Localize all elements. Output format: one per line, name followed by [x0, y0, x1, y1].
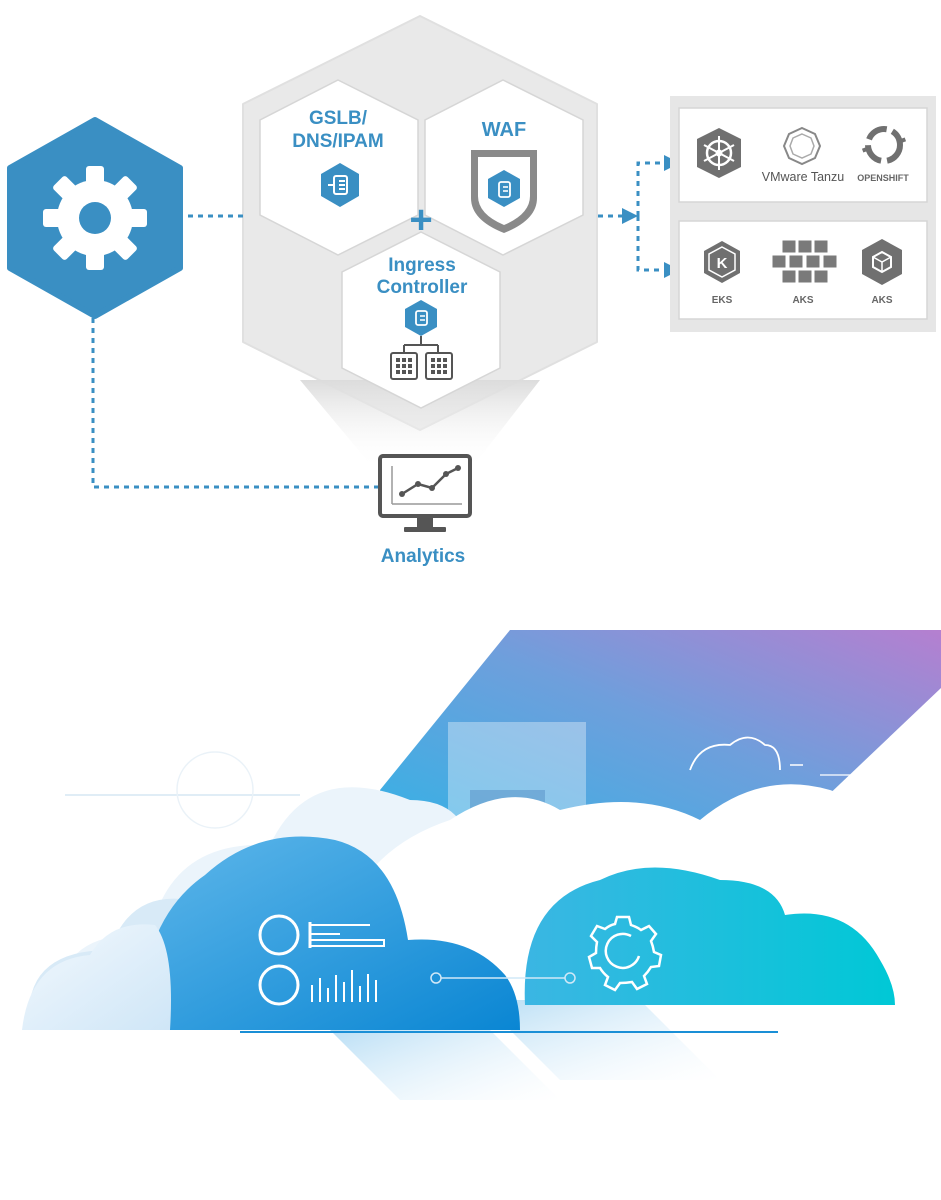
ingress-lb-icon — [405, 300, 437, 336]
eks-icon: K — [704, 241, 740, 283]
waf-label: WAF — [482, 119, 526, 141]
eks-letter: K — [717, 255, 728, 272]
aks-icon — [771, 239, 838, 284]
shield-icon — [471, 150, 537, 233]
analytics-label: Analytics — [381, 546, 465, 567]
ingress-label-line1: Ingress — [388, 255, 456, 276]
aks-hex-icon — [862, 239, 902, 285]
plus-sign: + — [409, 198, 432, 242]
grid-icon — [425, 352, 453, 380]
analytics-cone — [300, 380, 540, 470]
gear-icon — [43, 166, 147, 270]
cloud-gear-icon — [587, 915, 663, 992]
aks-label-2: AKS — [871, 295, 892, 306]
tanzu-label: VMware Tanzu — [762, 170, 844, 184]
connector-controller-analytics — [91, 318, 380, 489]
eks-label: EKS — [712, 295, 733, 306]
cloud-illustration — [22, 630, 941, 1100]
gslb-label-line2: DNS/IPAM — [292, 131, 383, 152]
aks-label-1: AKS — [792, 295, 813, 306]
load-balancer-icon — [321, 163, 359, 207]
arrow-right — [622, 208, 638, 224]
openshift-label: OPENSHIFT — [857, 173, 909, 183]
grid-icon — [390, 352, 418, 380]
openshift-icon — [861, 126, 907, 164]
kubernetes-icon — [697, 128, 741, 178]
connector-branch-top — [636, 161, 664, 216]
monitor-chart-icon — [378, 454, 472, 532]
ingress-connector — [403, 336, 439, 352]
gslb-label-line1: GSLB/ — [309, 108, 368, 129]
tanzu-icon — [782, 126, 822, 166]
ingress-label-line2: Controller — [377, 277, 468, 298]
connector-branch-bottom — [636, 216, 664, 272]
